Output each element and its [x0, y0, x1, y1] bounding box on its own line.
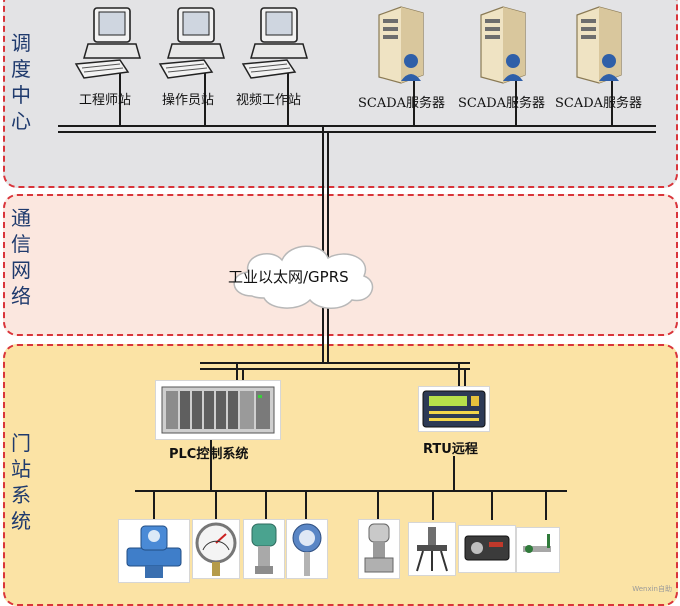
- srv3-drop: [611, 80, 613, 126]
- srv2-drop: [515, 80, 517, 126]
- trunk-line-right: [327, 132, 329, 362]
- differential-pressure-transmitter-icon: [358, 519, 400, 579]
- field-drop-2: [215, 490, 217, 520]
- plc-to-field-drop: [210, 440, 212, 492]
- video-station-label: 视频工作站: [236, 93, 302, 108]
- field-drop-6: [432, 490, 434, 520]
- flow-meter-icon: [118, 519, 190, 583]
- pressure-gauge-icon: [192, 519, 240, 579]
- network-zone-label: 通信网络: [11, 206, 31, 308]
- plc-drop-left: [236, 362, 238, 382]
- valve-actuator-icon: [458, 525, 516, 573]
- ws3-drop: [287, 64, 289, 126]
- field-drop-1: [153, 490, 155, 520]
- server-tower-icon: [371, 5, 433, 91]
- scada-server-2-label: SCADA服务器: [458, 96, 546, 111]
- cloud-icon: [222, 238, 382, 316]
- gate-station-zone: [3, 344, 678, 606]
- dispatch-bus-upper: [58, 125, 656, 127]
- temperature-transmitter-icon: [286, 519, 328, 579]
- workstation-computer-icon: [241, 6, 321, 86]
- rtu-drop-left: [458, 362, 460, 386]
- server-tower-icon: [569, 5, 631, 91]
- pressure-transmitter-icon: [243, 519, 285, 579]
- plc-rack-icon: [155, 380, 281, 440]
- network-cloud-label: 工业以太网/GPRS: [228, 268, 349, 286]
- server-tower-icon: [473, 5, 535, 91]
- field-drop-3: [265, 490, 267, 520]
- plc-drop-right: [242, 368, 244, 382]
- trunk-line-left: [322, 126, 324, 362]
- plc-system-label: PLC控制系统: [169, 447, 249, 462]
- engineer-station-label: 工程师站: [79, 93, 132, 108]
- rtu-remote-label: RTU远程: [423, 442, 478, 457]
- field-drop-8: [545, 490, 547, 520]
- station-bus-lower: [200, 368, 470, 370]
- field-drop-4: [305, 490, 307, 520]
- watermark-text: Wenxin自助: [632, 585, 672, 593]
- field-drop-7: [491, 490, 493, 520]
- dispatch-bus-lower: [58, 131, 656, 133]
- operator-station-label: 操作员站: [162, 93, 215, 108]
- rtu-drop-right: [464, 368, 466, 386]
- srv1-drop: [413, 80, 415, 126]
- gas-detector-icon: [408, 522, 456, 576]
- rtu-to-field-drop: [453, 456, 455, 492]
- ws1-drop: [119, 64, 121, 126]
- workstation-computer-icon: [74, 6, 154, 86]
- scada-server-1-label: SCADA服务器: [358, 96, 446, 111]
- dispatch-zone-label: 调度中心: [11, 31, 31, 133]
- rtu-panel-icon: [418, 386, 490, 432]
- scada-server-3-label: SCADA服务器: [555, 96, 643, 111]
- field-bus: [135, 490, 567, 492]
- ws2-drop: [204, 64, 206, 126]
- field-drop-5: [377, 490, 379, 520]
- station-zone-label: 门站系统: [11, 431, 31, 533]
- workstation-computer-icon: [158, 6, 238, 86]
- station-bus-upper: [200, 362, 470, 364]
- wireless-sensor-icon: [516, 527, 560, 573]
